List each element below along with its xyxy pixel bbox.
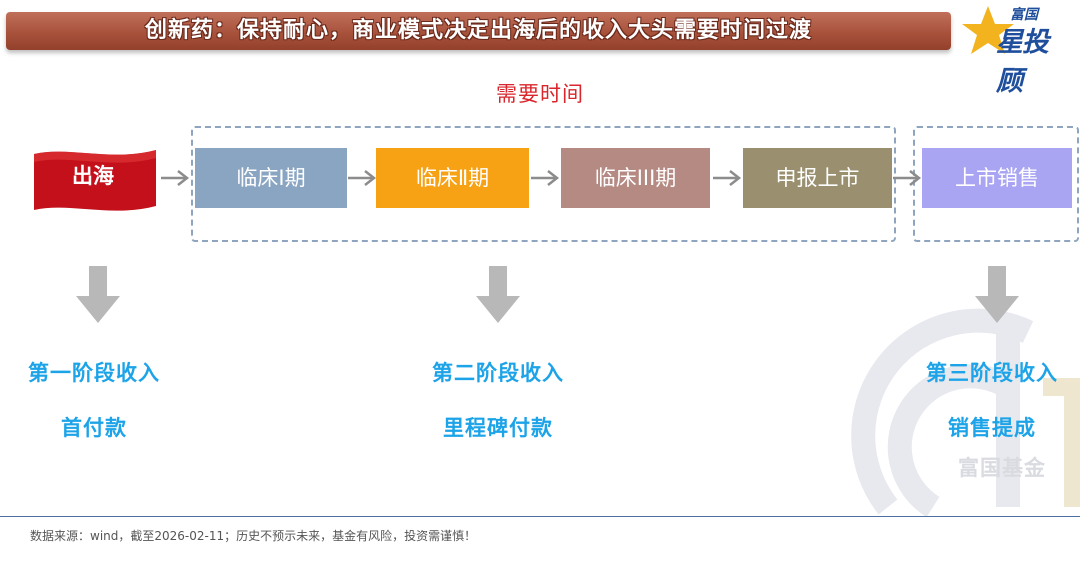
logo-big-text: 星投顾: [996, 27, 1049, 97]
logo-small-text: 富国: [1010, 7, 1038, 23]
phase-2-sub: 里程碑付款: [443, 416, 553, 440]
arrow-right-icon: [531, 170, 560, 186]
arrow-right-icon: [713, 170, 742, 186]
phase-3-sub: 销售提成: [948, 416, 1036, 440]
footer-source: 数据来源：wind，截至2026-02-11；历史不预示未来，基金有风险，投资需…: [30, 529, 477, 543]
watermark-logo-icon: [851, 308, 1080, 518]
stage-clinical-1: 临床Ⅰ期: [195, 148, 347, 208]
phase-3-title: 第三阶段收入: [926, 361, 1058, 385]
arrow-right-icon: [348, 170, 377, 186]
footer-divider: [0, 516, 1080, 517]
stage-sales: 上市销售: [922, 148, 1072, 208]
brand-logo: 富国 星投顾: [958, 2, 1073, 97]
arrow-right-icon: [161, 170, 190, 186]
phase-2-title: 第二阶段收入: [432, 361, 564, 385]
start-label: 出海: [72, 164, 114, 188]
title-bar: 创新药：保持耐心，商业模式决定出海后的收入大头需要时间过渡: [6, 12, 951, 50]
arrow-down-icon: [76, 266, 120, 323]
watermark-text: 富国基金: [958, 456, 1046, 480]
arrow-right-icon: [893, 170, 922, 186]
page-title: 创新药：保持耐心，商业模式决定出海后的收入大头需要时间过渡: [144, 18, 812, 43]
clinical-phase-group: [191, 126, 896, 242]
overseas-flag-icon: [34, 150, 156, 211]
star-logo-icon: [962, 6, 1014, 54]
time-needed-label: 需要时间: [496, 82, 584, 106]
phase-1-sub: 首付款: [61, 416, 127, 440]
arrow-down-icon: [476, 266, 520, 323]
sales-phase-group: [913, 126, 1079, 242]
stage-clinical-3: 临床III期: [561, 148, 710, 208]
arrow-down-icon: [975, 266, 1019, 323]
stage-clinical-2: 临床Ⅱ期: [376, 148, 529, 208]
stage-filing: 申报上市: [743, 148, 892, 208]
phase-1-title: 第一阶段收入: [28, 361, 160, 385]
